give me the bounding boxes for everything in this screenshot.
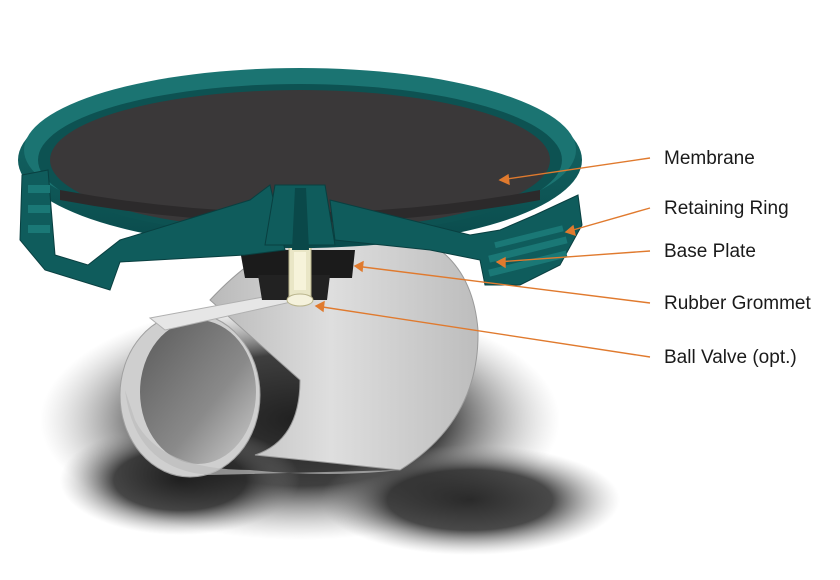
label-ball-valve: Ball Valve (opt.) (664, 347, 797, 368)
label-base-plate: Base Plate (664, 241, 756, 262)
leader-base-plate (496, 250, 651, 263)
label-retaining-ring: Retaining Ring (664, 198, 789, 219)
membrane-part (50, 90, 550, 230)
leader-retaining-ring (565, 207, 651, 233)
label-membrane: Membrane (664, 148, 755, 169)
base-plate-part (19, 169, 583, 291)
leader-membrane (499, 157, 651, 181)
label-rubber-grommet: Rubber Grommet (664, 293, 811, 314)
leader-ball-valve (315, 305, 651, 358)
ball-valve-part (286, 239, 314, 307)
leader-lines (314, 157, 651, 358)
leader-rubber-grommet (354, 265, 651, 304)
